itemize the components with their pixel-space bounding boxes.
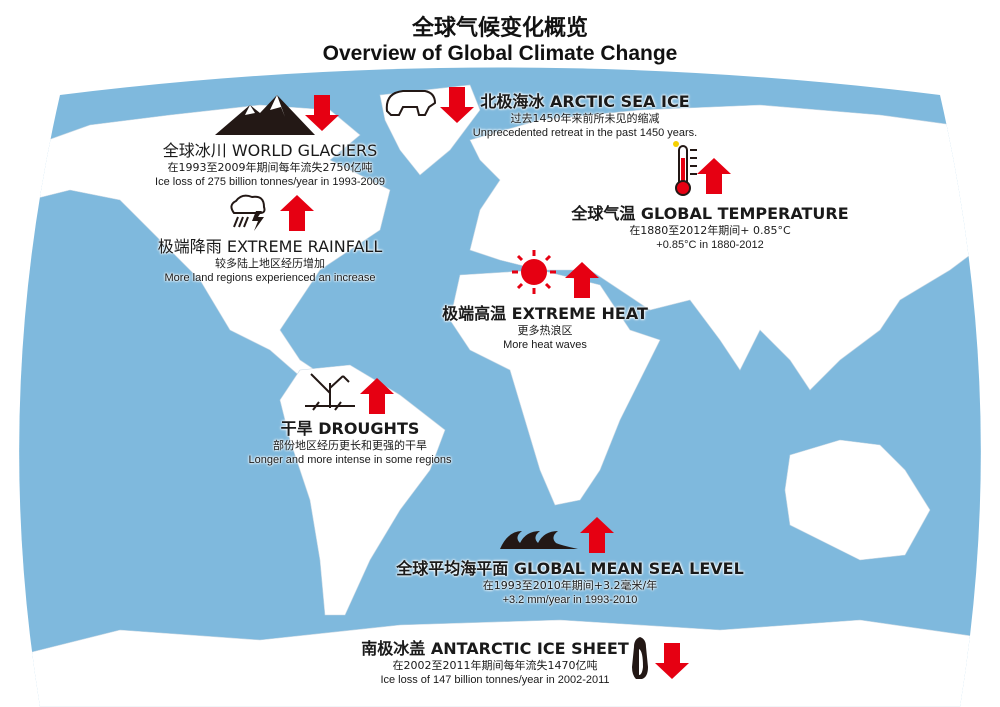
arctic-detail-cn: 过去1450年来前所未见的缩减 xyxy=(510,112,660,125)
arrow-down-icon xyxy=(655,643,689,679)
arctic-cn: 北极海冰 xyxy=(480,92,545,111)
rainfall-detail-cn: 较多陆上地区经历增加 xyxy=(215,257,325,270)
sun-icon xyxy=(512,250,556,294)
heat-detail-en: More heat waves xyxy=(503,339,587,351)
label-world-glaciers: 全球冰川 WORLD GLACIERS 在1993至2009年期间每年流失275… xyxy=(120,137,420,189)
dry-plant-icon xyxy=(305,373,355,411)
label-arctic-sea-ice: 北极海冰 ARCTIC SEA ICE 过去1450年来前所未见的缩减 Unpr… xyxy=(440,88,730,140)
storm-cloud-icon xyxy=(230,194,266,231)
temperature-detail-en: +0.85°C in 1880-2012 xyxy=(656,239,764,251)
label-extreme-rainfall: 极端降雨 EXTREME RAINFALL 较多陆上地区经历增加 More la… xyxy=(120,233,420,285)
arrow-up-icon xyxy=(565,262,599,298)
temperature-detail-cn: 在1880至2012年期间+ 0.85°C xyxy=(629,224,791,237)
sealevel-detail-en: +3.2 mm/year in 1993-2010 xyxy=(502,594,638,606)
heat-en: EXTREME HEAT xyxy=(511,304,648,323)
label-global-mean-sea-level: 全球平均海平面 GLOBAL MEAN SEA LEVEL 在1993至2010… xyxy=(390,555,750,607)
waves-icon xyxy=(500,531,578,549)
rainfall-cn: 极端降雨 xyxy=(157,237,222,256)
droughts-cn: 干旱 xyxy=(280,419,313,438)
arrow-up-icon xyxy=(697,158,731,194)
arrow-down-icon xyxy=(305,95,339,131)
title-english: Overview of Global Climate Change xyxy=(322,42,678,65)
glaciers-en: WORLD GLACIERS xyxy=(231,141,378,160)
antarctic-detail-en: Ice loss of 147 billion tonnes/year in 2… xyxy=(380,674,610,686)
south-america xyxy=(279,364,446,616)
penguin-icon xyxy=(632,637,648,679)
antarctic-detail-cn: 在2002至2011年期间每年流失1470亿吨 xyxy=(392,659,598,672)
arrow-up-icon xyxy=(360,378,394,414)
antarctica xyxy=(19,619,981,707)
temperature-en: GLOBAL TEMPERATURE xyxy=(640,204,849,223)
antarctic-cn: 南极冰盖 xyxy=(361,639,426,658)
glaciers-cn: 全球冰川 xyxy=(162,141,227,160)
africa xyxy=(449,269,661,506)
label-droughts: 干旱 DROUGHTS 部份地区经历更长和更强的干旱 Longer and mo… xyxy=(220,415,480,467)
label-global-temperature: 全球气温 GLOBAL TEMPERATURE 在1880至2012年期间+ 0… xyxy=(560,200,860,252)
eurasia xyxy=(469,104,981,391)
polar-bear-icon xyxy=(385,90,437,116)
mountain-icon xyxy=(215,95,315,135)
thermometer-icon xyxy=(673,141,697,196)
australia xyxy=(784,439,931,561)
heat-detail-cn: 更多热浪区 xyxy=(517,324,573,337)
arrow-up-icon xyxy=(280,195,314,231)
arctic-en: ARCTIC SEA ICE xyxy=(549,92,690,111)
glaciers-detail-en: Ice loss of 275 billion tonnes/year in 1… xyxy=(155,176,385,188)
antarctic-en: ANTARCTIC ICE SHEET xyxy=(430,639,629,658)
label-extreme-heat: 极端高温 EXTREME HEAT 更多热浪区 More heat waves xyxy=(430,300,660,352)
sealevel-en: GLOBAL MEAN SEA LEVEL xyxy=(513,559,744,578)
glaciers-detail-cn: 在1993至2009年期间每年流失2750亿吨 xyxy=(167,161,373,174)
label-antarctic-ice-sheet: 南极冰盖 ANTARCTIC ICE SHEET 在2002至2011年期间每年… xyxy=(360,635,630,687)
rainfall-en: EXTREME RAINFALL xyxy=(226,237,383,256)
droughts-detail-en: Longer and more intense in some regions xyxy=(248,454,452,466)
title-chinese: 全球气候变化概览 xyxy=(411,16,588,41)
rainfall-detail-en: More land regions experienced an increas… xyxy=(164,272,376,284)
temperature-cn: 全球气温 xyxy=(571,204,636,223)
droughts-en: DROUGHTS xyxy=(318,419,420,438)
arctic-detail-en: Unprecedented retreat in the past 1450 y… xyxy=(472,127,698,139)
sealevel-cn: 全球平均海平面 xyxy=(396,559,509,578)
heat-cn: 极端高温 xyxy=(442,304,507,323)
arrow-up-icon xyxy=(580,517,614,553)
droughts-detail-cn: 部份地区经历更长和更强的干旱 xyxy=(273,439,427,452)
sealevel-detail-cn: 在1993至2010年期间+3.2毫米/年 xyxy=(482,579,658,592)
